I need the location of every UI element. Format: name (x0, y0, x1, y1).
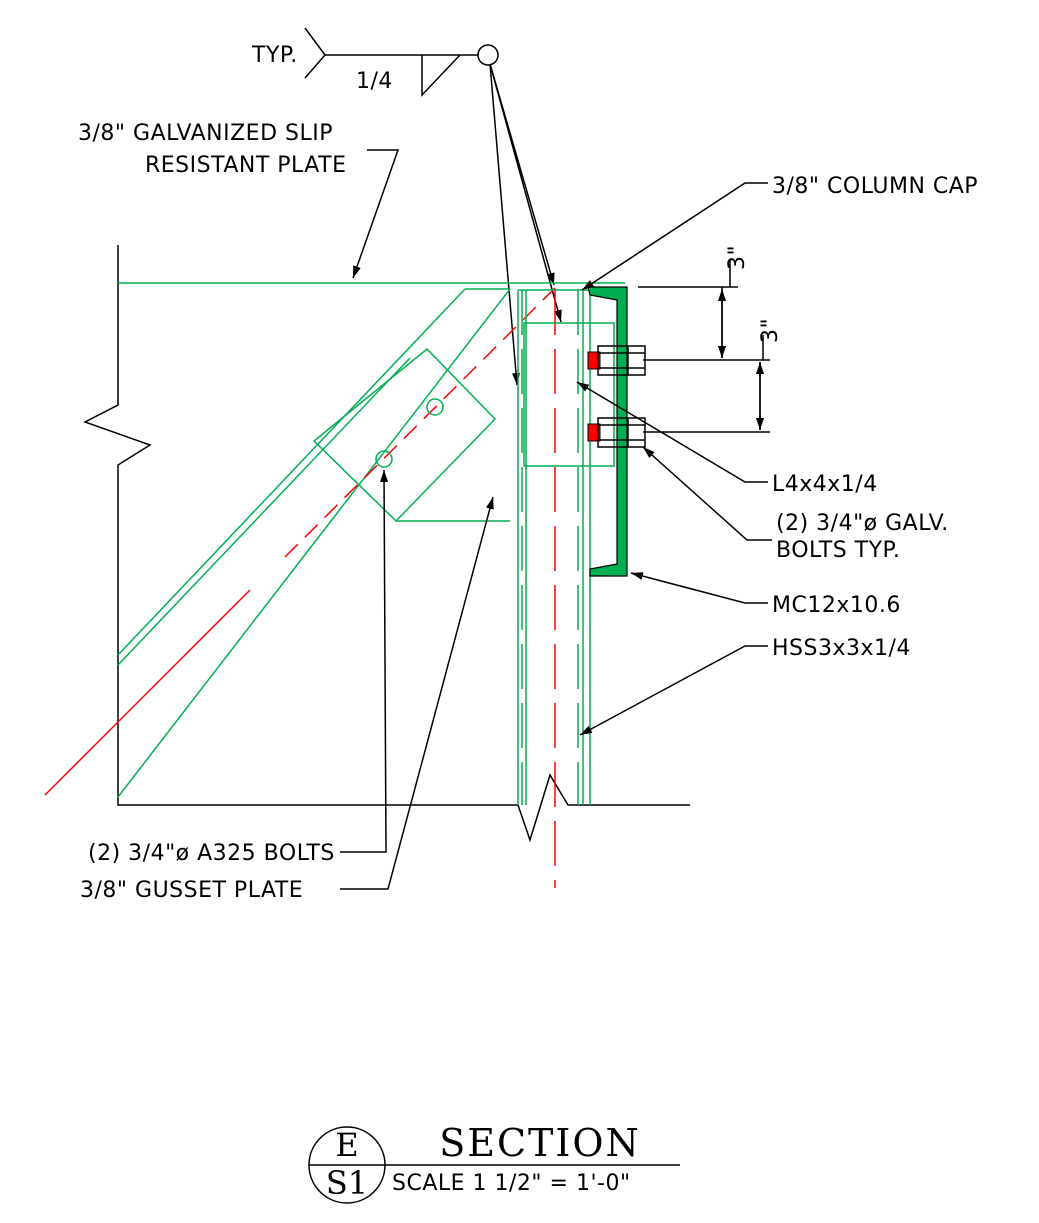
weld-symbol: TYP. 1/4 (251, 27, 562, 386)
section-title-block: E S1 SECTION SCALE 1 1/2" = 1'-0" (308, 1121, 680, 1204)
galv-bolts-label-2: BOLTS TYP. (776, 538, 900, 563)
dim-top-label: 3" (725, 245, 750, 270)
galv-bolt-lower (587, 417, 646, 448)
angle-clip (523, 322, 615, 467)
channel-label: MC12x10.6 (772, 593, 901, 618)
sheet-number: S1 (326, 1164, 368, 1202)
section-scale: SCALE 1 1/2" = 1'-0" (392, 1171, 631, 1196)
angle-label: L4x4x1/4 (772, 472, 878, 497)
weld-typ-label: TYP. (251, 43, 298, 68)
channel-section (587, 286, 628, 577)
bolt-hole-upper (426, 398, 444, 416)
galv-bolts-label-1: (2) 3/4"ø GALV. (776, 511, 949, 536)
section-title: SECTION (439, 1121, 641, 1165)
hss-label: HSS3x3x1/4 (772, 636, 911, 661)
column-cap-label: 3/8" COLUMN CAP (772, 174, 978, 199)
weld-size-label: 1/4 (356, 69, 393, 94)
slip-plate-label-1: 3/8" GALVANIZED SLIP (78, 121, 333, 146)
framing-outline (83, 245, 690, 843)
slip-plate-label-2: RESISTANT PLATE (145, 153, 346, 178)
dim-second-label: 3" (758, 318, 783, 343)
bolt-hole-lower (375, 450, 393, 468)
dimension-lines: 3" 3" (638, 245, 783, 433)
section-letter: E (335, 1126, 358, 1164)
diagonal-brace (44, 287, 556, 798)
callouts: 3/8" GALVANIZED SLIP RESISTANT PLATE 3/8… (78, 121, 978, 903)
hss-column (517, 289, 591, 888)
a325-bolts-label: (2) 3/4"ø A325 BOLTS (88, 841, 335, 866)
galv-bolt-upper (587, 345, 646, 376)
gusset-label: 3/8" GUSSET PLATE (80, 878, 303, 903)
